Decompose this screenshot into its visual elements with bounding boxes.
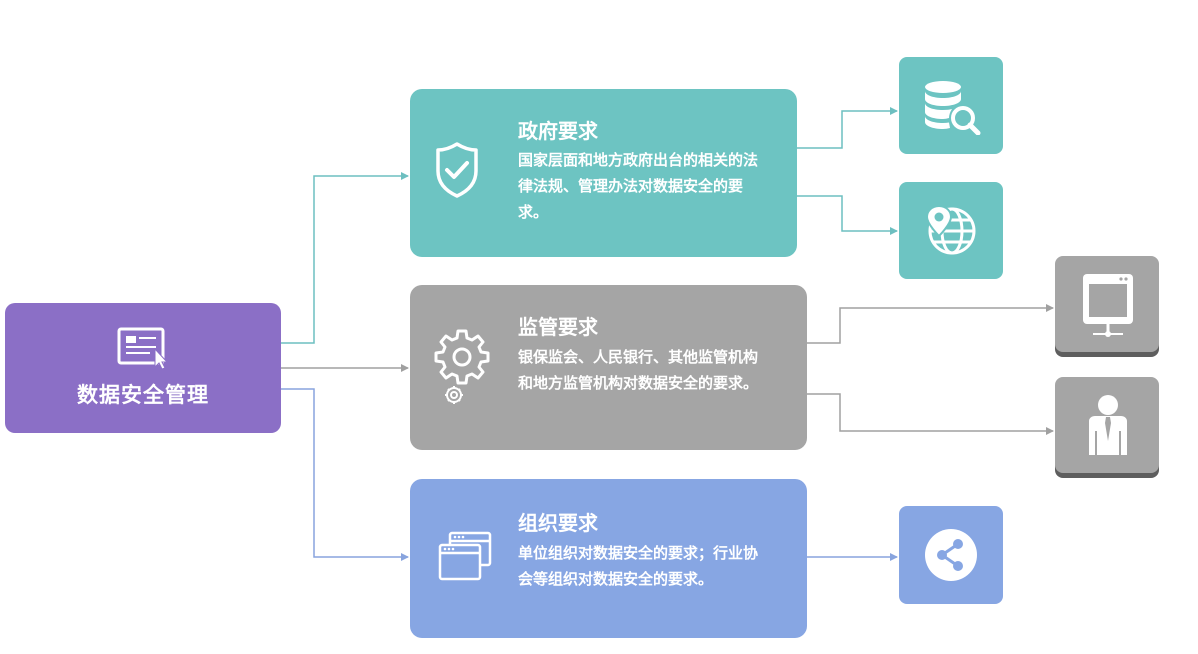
shield-check-icon — [436, 142, 478, 198]
document-pointer-icon — [117, 327, 169, 370]
organization-description: 单位组织对数据安全的要求；行业协会等组织对数据安全的要求。 — [518, 544, 759, 588]
government-title: 政府要求 — [518, 119, 598, 143]
supervision-description: 银保监会、人民银行、其他监管机构和地方监管机构对数据安全的要求。 — [518, 348, 759, 392]
connector-root-organization — [281, 388, 409, 561]
requirement-organization: 组织要求 单位组织对数据安全的要求；行业协会等组织对数据安全的要求。 — [410, 479, 807, 638]
database-search-icon — [925, 81, 981, 135]
windows-icon — [438, 531, 492, 581]
connector-government-globe — [797, 195, 898, 235]
globe-location-icon — [925, 204, 976, 255]
root-title: 数据安全管理 — [77, 383, 209, 407]
monitor-icon — [1083, 274, 1133, 337]
requirement-government: 政府要求 国家层面和地方政府出台的相关的法律法规、管理办法对数据安全的要求。 — [410, 89, 797, 257]
connector-root-government — [281, 172, 409, 344]
tile-share — [899, 506, 1003, 604]
tile-monitor — [1055, 256, 1159, 352]
person-icon — [1089, 395, 1127, 455]
tile-person — [1055, 377, 1159, 473]
share-icon — [925, 529, 977, 581]
connector-supervision-monitor — [807, 304, 1054, 344]
requirement-supervision: 监管要求 银保监会、人民银行、其他监管机构和地方监管机构对数据安全的要求。 — [410, 285, 807, 450]
root-node: 数据安全管理 — [5, 303, 281, 433]
organization-title: 组织要求 — [518, 511, 598, 535]
government-description: 国家层面和地方政府出台的相关的法律法规、管理办法对数据安全的要求。 — [518, 151, 759, 221]
gears-icon — [434, 329, 490, 404]
supervision-title: 监管要求 — [518, 315, 598, 339]
connector-government-database — [797, 107, 898, 149]
tile-database-search — [899, 57, 1003, 154]
tile-globe-location — [899, 182, 1003, 279]
connector-supervision-person — [807, 393, 1054, 435]
